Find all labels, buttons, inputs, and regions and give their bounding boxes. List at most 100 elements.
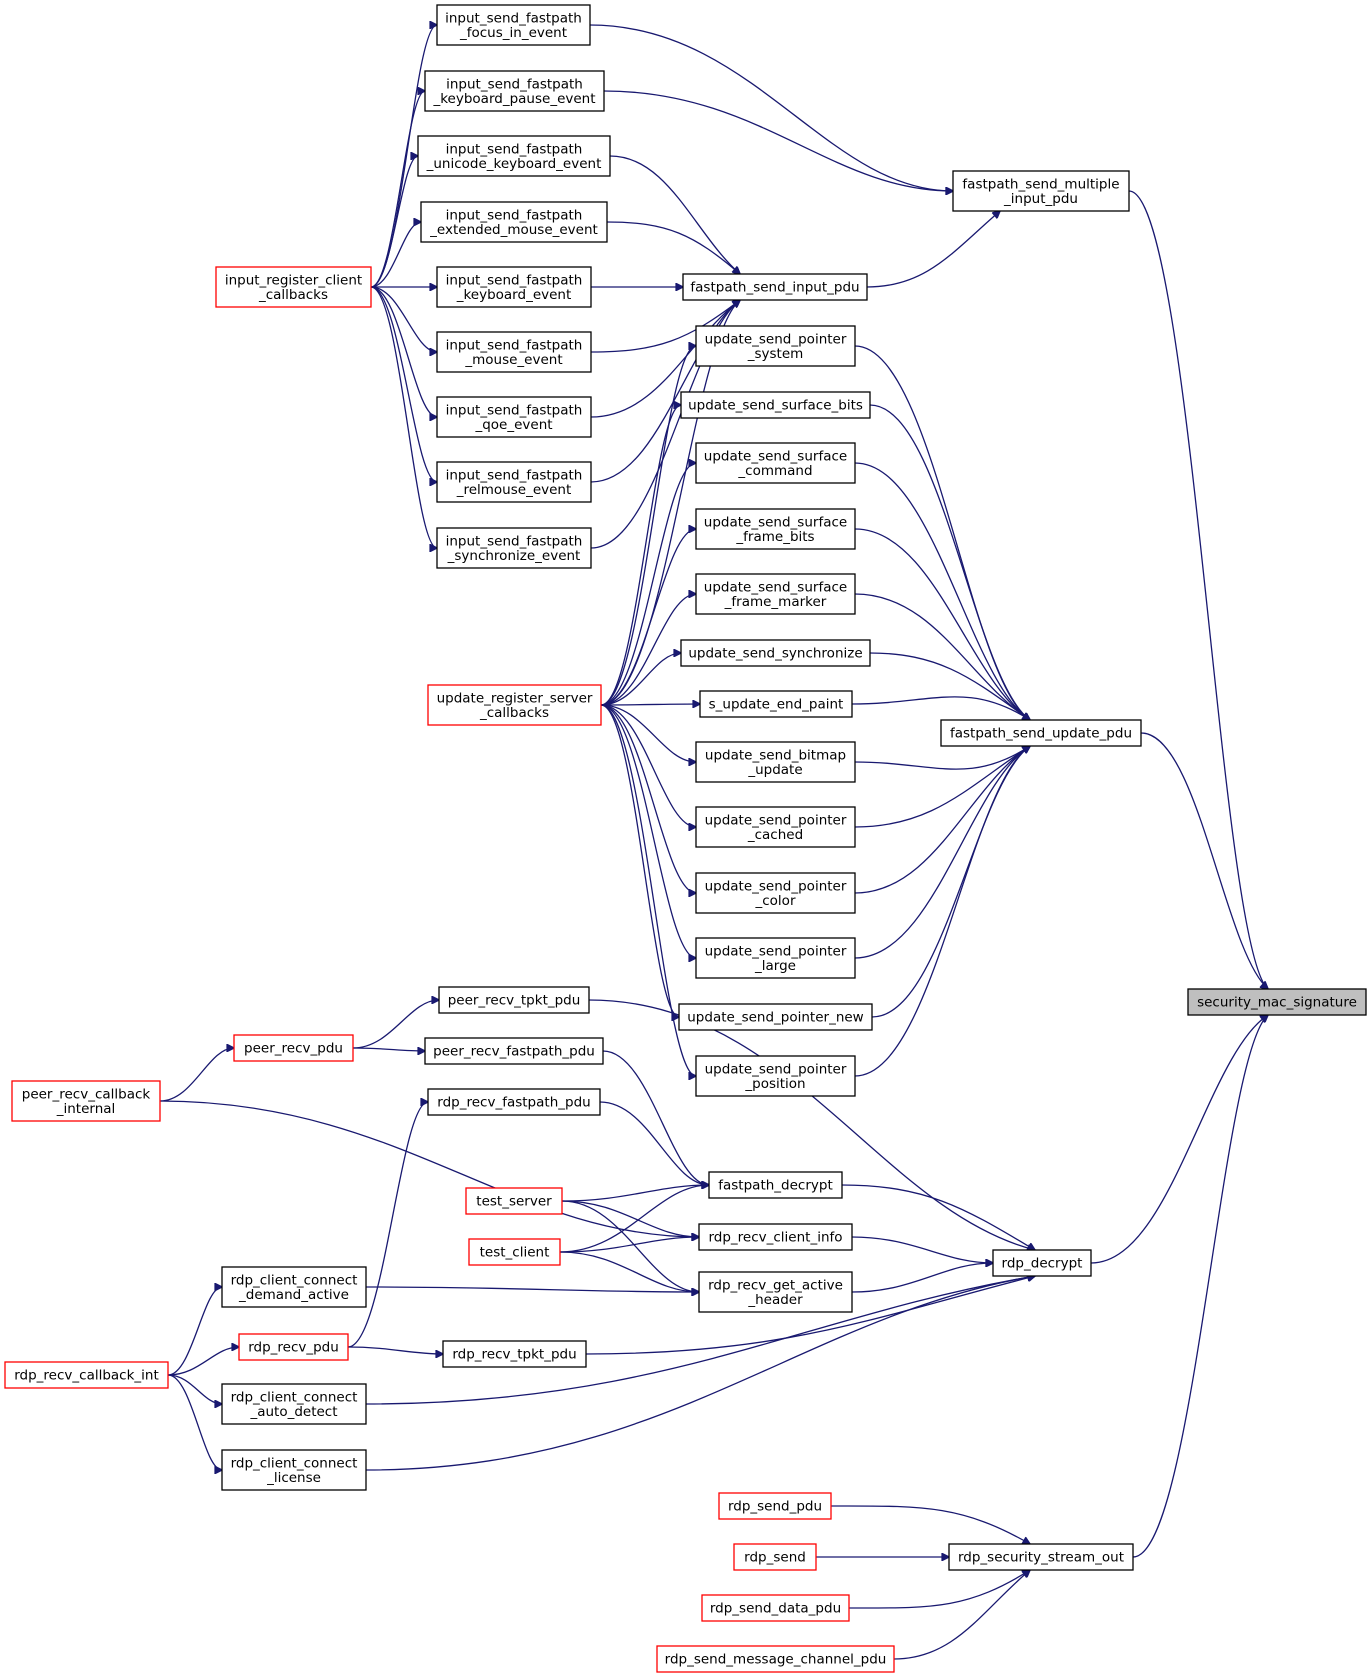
node-rdp-recv-client-info[interactable]: rdp_recv_client_info	[698, 1223, 853, 1251]
node-rdp-recv-pdu[interactable]: rdp_recv_pdu	[238, 1333, 349, 1361]
node-s-update-end-paint[interactable]: s_update_end_paint	[699, 690, 853, 718]
node-input-send-fastpath-qoe-event[interactable]: input_send_fastpath_qoe_event	[436, 396, 592, 438]
node-label-line: _license	[266, 1470, 321, 1486]
node-rdp-decrypt[interactable]: rdp_decrypt	[992, 1249, 1092, 1277]
node-label-line: input_send_fastpath	[446, 76, 583, 92]
node-label-line: rdp_send	[744, 1550, 806, 1566]
node-box	[948, 1543, 1134, 1571]
node-update-send-bitmap-update[interactable]: update_send_bitmap_update	[695, 741, 856, 783]
call-edge	[854, 746, 1030, 1077]
node-box	[221, 1383, 367, 1425]
node-rdp-recv-tpkt-pdu[interactable]: rdp_recv_tpkt_pdu	[442, 1340, 587, 1368]
node-fastpath-decrypt[interactable]: fastpath_decrypt	[708, 1171, 843, 1199]
node-label-line: input_send_fastpath	[446, 533, 583, 549]
node-update-send-pointer-large[interactable]: update_send_pointer_large	[695, 937, 856, 979]
node-box	[436, 266, 592, 308]
node-security-mac-signature[interactable]: security_mac_signature	[1187, 988, 1367, 1016]
node-box	[695, 325, 856, 367]
node-rdp-client-connect-demand-active[interactable]: rdp_client_connect_demand_active	[221, 1266, 367, 1308]
node-test-client[interactable]: test_client	[468, 1238, 561, 1266]
call-edge	[830, 1505, 1030, 1544]
node-box	[695, 741, 856, 783]
node-update-send-synchronize[interactable]: update_send_synchronize	[680, 639, 871, 667]
call-edge	[602, 1050, 709, 1185]
node-update-send-pointer-system[interactable]: update_send_pointer_system	[695, 325, 856, 367]
node-rdp-recv-get-active-header[interactable]: rdp_recv_get_active_header	[698, 1271, 853, 1313]
call-edge	[600, 405, 681, 706]
node-label-line: input_send_fastpath	[446, 207, 583, 223]
node-box	[695, 1055, 856, 1097]
call-edge	[590, 300, 740, 353]
call-edge	[1140, 732, 1268, 989]
node-rdp-recv-fastpath-pdu[interactable]: rdp_recv_fastpath_pdu	[427, 1088, 601, 1116]
node-box	[427, 1088, 601, 1116]
node-update-send-surface-command[interactable]: update_send_surface_command	[695, 442, 856, 484]
node-update-send-pointer-new[interactable]: update_send_pointer_new	[678, 1003, 873, 1031]
node-rdp-send-data-pdu[interactable]: rdp_send_data_pdu	[701, 1594, 850, 1622]
node-input-send-fastpath-focus-in-event[interactable]: input_send_fastpath_focus_in_event	[436, 4, 591, 46]
call-edge	[869, 652, 1030, 720]
node-fastpath-send-multiple-input-pdu[interactable]: fastpath_send_multiple_input_pdu	[952, 170, 1130, 212]
node-label-line: rdp_recv_tpkt_pdu	[452, 1347, 576, 1363]
node-label-line: _callbacks	[479, 705, 549, 721]
node-box	[4, 1361, 169, 1389]
node-update-send-pointer-cached[interactable]: update_send_pointer_cached	[695, 806, 856, 848]
node-input-send-fastpath-mouse-event[interactable]: input_send_fastpath_mouse_event	[436, 331, 592, 373]
call-edge	[159, 1048, 234, 1102]
call-edge	[1090, 1015, 1268, 1264]
node-input-send-fastpath-synchronize-event[interactable]: input_send_fastpath_synchronize_event	[436, 527, 592, 569]
node-box	[465, 1187, 563, 1215]
node-input-send-fastpath-relmouse-event[interactable]: input_send_fastpath_relmouse_event	[436, 461, 592, 503]
call-edge	[600, 704, 696, 827]
call-edge	[370, 156, 418, 288]
node-box	[952, 170, 1130, 212]
node-label-line: input_send_fastpath	[446, 141, 583, 157]
node-label-line: _system	[747, 346, 804, 362]
node-peer-recv-callback-internal[interactable]: peer_recv_callback_internal	[11, 1080, 161, 1122]
call-edge	[1132, 1015, 1268, 1558]
node-rdp-recv-callback-int[interactable]: rdp_recv_callback_int	[4, 1361, 169, 1389]
node-label-line: _large	[754, 958, 796, 974]
node-label-line: _extended_mouse_event	[429, 222, 598, 238]
call-edge	[590, 300, 740, 483]
node-update-send-surface-frame-marker[interactable]: update_send_surface_frame_marker	[695, 573, 856, 615]
node-fastpath-send-input-pdu[interactable]: fastpath_send_input_pdu	[682, 273, 868, 301]
node-label-line: rdp_client_connect	[231, 1272, 358, 1288]
node-update-send-pointer-color[interactable]: update_send_pointer_color	[695, 872, 856, 914]
node-rdp-client-connect-auto-detect[interactable]: rdp_client_connect_auto_detect	[221, 1383, 367, 1425]
node-fastpath-send-update-pdu[interactable]: fastpath_send_update_pdu	[940, 719, 1142, 747]
node-peer-recv-fastpath-pdu[interactable]: peer_recv_fastpath_pdu	[424, 1037, 604, 1065]
node-rdp-send-pdu[interactable]: rdp_send_pdu	[718, 1492, 832, 1520]
node-label-line: _auto_detect	[249, 1404, 337, 1420]
node-input-register-client-callbacks[interactable]: input_register_client_callbacks	[215, 266, 372, 308]
call-edge	[559, 1185, 709, 1253]
node-update-send-surface-bits[interactable]: update_send_surface_bits	[680, 391, 871, 419]
node-input-send-fastpath-extended-mouse-event[interactable]: input_send_fastpath_extended_mouse_event	[420, 201, 608, 243]
node-box	[698, 1223, 853, 1251]
call-edge	[347, 1102, 428, 1348]
node-label-line: _input_pdu	[1003, 191, 1078, 207]
call-edge	[1128, 190, 1268, 989]
node-box	[420, 201, 608, 243]
node-rdp-send[interactable]: rdp_send	[733, 1543, 817, 1571]
node-test-server[interactable]: test_server	[465, 1187, 563, 1215]
node-update-send-pointer-position[interactable]: update_send_pointer_position	[695, 1055, 856, 1097]
node-peer-recv-pdu[interactable]: peer_recv_pdu	[233, 1034, 354, 1062]
node-input-send-fastpath-keyboard-pause-event[interactable]: input_send_fastpath_keyboard_pause_event	[424, 70, 605, 112]
node-label-line: update_send_pointer	[705, 1061, 847, 1077]
node-peer-recv-tpkt-pdu[interactable]: peer_recv_tpkt_pdu	[438, 986, 590, 1014]
node-update-send-surface-frame-bits[interactable]: update_send_surface_frame_bits	[695, 508, 856, 550]
node-label-line: _frame_bits	[735, 529, 814, 545]
node-rdp-client-connect-license[interactable]: rdp_client_connect_license	[221, 1449, 367, 1491]
node-rdp-security-stream-out[interactable]: rdp_security_stream_out	[948, 1543, 1134, 1571]
node-box	[682, 273, 868, 301]
node-box	[940, 719, 1142, 747]
node-input-send-fastpath-keyboard-event[interactable]: input_send_fastpath_keyboard_event	[436, 266, 592, 308]
node-label-line: update_send_pointer_new	[687, 1010, 863, 1026]
call-edge	[851, 696, 1030, 720]
node-update-register-server-callbacks[interactable]: update_register_server_callbacks	[427, 684, 602, 726]
node-input-send-fastpath-unicode-keyboard-event[interactable]: input_send_fastpath_unicode_keyboard_eve…	[417, 135, 611, 177]
node-rdp-send-message-channel-pdu[interactable]: rdp_send_message_channel_pdu	[656, 1645, 895, 1673]
node-label-line: s_update_end_paint	[709, 697, 844, 713]
node-box	[436, 331, 592, 373]
